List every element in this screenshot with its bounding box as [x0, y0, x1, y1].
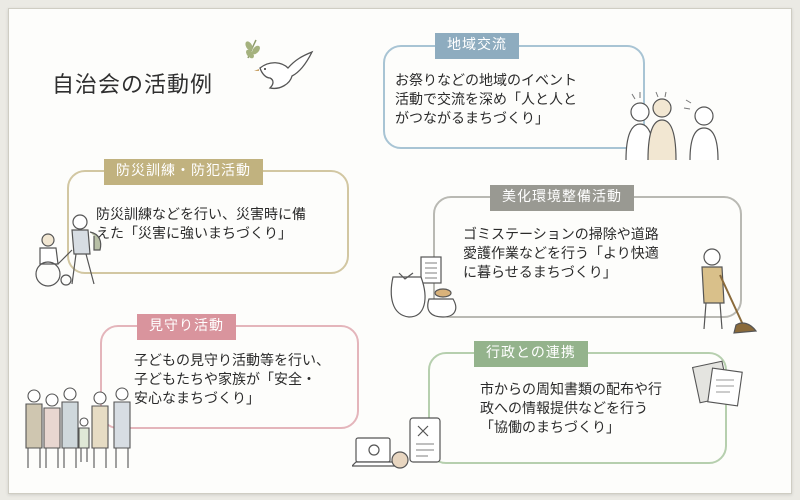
card-government-collab: 行政との連携 市からの周知書類の配布や行 政への情報提供などを行う 「協働のまち…	[428, 341, 727, 464]
sweeping-person-icon	[690, 245, 760, 335]
card-watch-activity: 見守り活動 子どもの見守り活動等を行い、 子どもたちや家族が「安全・ 安心なまち…	[100, 314, 359, 429]
dove-icon	[240, 38, 318, 100]
card-beautification-tag: 美化環境整備活動	[490, 185, 634, 211]
card-local-exchange: 地域交流 お祭りなどの地域のイベント 活動で交流を深め「人と人と がつながるまち…	[383, 33, 645, 149]
documents-stack-icon	[690, 360, 750, 410]
card-local-exchange-text: お祭りなどの地域のイベント 活動で交流を深め「人と人と がつながるまちづくり」	[395, 73, 577, 127]
card-government-collab-text: 市からの周知書類の配布や行 政への情報提供などを行う 「協働のまちづくり」	[480, 382, 662, 436]
page-title: 自治会の活動例	[52, 73, 214, 98]
card-disaster-drill-tag: 防災訓練・防犯活動	[104, 159, 263, 185]
card-disaster-drill: 防災訓練・防犯活動 防災訓練などを行い、災害時に備 えた「災害に強いまちづくり」	[67, 159, 349, 274]
card-watch-activity-tag: 見守り活動	[137, 314, 236, 340]
family-group-icon	[22, 382, 142, 472]
people-talking-icon	[620, 90, 730, 160]
garbage-bags-icon	[385, 255, 465, 320]
card-government-collab-tag: 行政との連携	[474, 341, 588, 367]
documents-laptop-icon	[352, 412, 452, 482]
card-disaster-drill-text: 防災訓練などを行い、災害時に備 えた「災害に強いまちづくり」	[96, 207, 306, 242]
card-beautification: 美化環境整備活動 ゴミステーションの掃除や道路 愛護作業などを行う「より快適 に…	[433, 185, 742, 318]
card-watch-activity-text: 子どもの見守り活動等を行い、 子どもたちや家族が「安全・ 安心なまちづくり」	[134, 353, 330, 407]
slide	[8, 8, 792, 494]
card-local-exchange-tag: 地域交流	[435, 33, 519, 59]
card-beautification-text: ゴミステーションの掃除や道路 愛護作業などを行う「より快適 に暮らせるまちづくり…	[463, 227, 659, 281]
wheelchair-helper-icon	[28, 210, 108, 288]
